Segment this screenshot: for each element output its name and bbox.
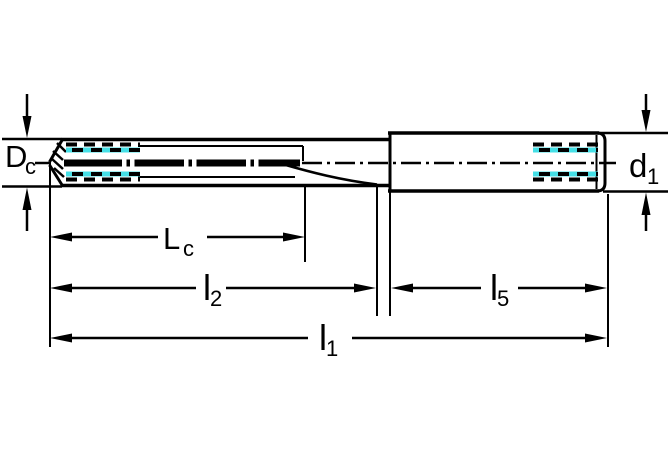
centerline-gap: [192, 158, 197, 168]
cutting-diameter-subscript: c: [25, 154, 36, 179]
tip-hatch-line: [51, 158, 64, 170]
carbide-front-bottom-highlight: [66, 171, 140, 177]
shank-diameter-dimension: d 1: [594, 94, 668, 231]
carbide-marking-shank: [533, 142, 598, 182]
shank-length-subscript: 5: [497, 286, 509, 311]
flute-runout-curve: [283, 163, 378, 186]
overall-length-subscript: 1: [326, 336, 338, 361]
centerline-gap: [122, 158, 127, 168]
shank-length-label: l: [490, 267, 498, 308]
shank-length-dimension: l 5: [391, 267, 607, 311]
l2-right-arrowhead: [354, 283, 376, 293]
flute-center-band: [64, 159, 300, 167]
l2-left-arrowhead: [50, 283, 72, 293]
d1-bottom-arrowhead: [641, 192, 651, 215]
cutting-length-subscript: c: [183, 236, 194, 261]
l5-left-arrowhead: [391, 283, 413, 293]
tip-hatch-line: [53, 167, 65, 178]
carbide-marking-front: [66, 142, 140, 182]
overall-length-label: l: [319, 317, 327, 358]
centerline-gap: [246, 158, 251, 168]
l1-right-arrowhead: [585, 333, 607, 343]
flute-length-label: l: [203, 267, 211, 308]
flute-length-subscript: 2: [210, 286, 222, 311]
cutting-diameter-label: D: [5, 139, 27, 174]
l1-left-arrowhead: [50, 333, 72, 343]
centerline-gap: [130, 158, 135, 168]
lc-right-arrowhead: [283, 232, 305, 242]
tip-cutting-edge-hatching: [51, 142, 67, 178]
l5-right-arrowhead: [585, 283, 607, 293]
tool-body: [48, 137, 391, 188]
carbide-front-top-highlight: [66, 147, 140, 153]
cutting-length-dimension: L c: [50, 221, 305, 261]
dc-top-arrowhead: [22, 116, 32, 138]
cutting-length-label: L: [163, 221, 180, 256]
shank-diameter-subscript: 1: [647, 164, 659, 189]
cutting-diameter-dimension: D c: [2, 94, 62, 231]
tip-hatch-line: [56, 142, 67, 153]
tip-chamfer-top: [48, 137, 65, 163]
centerline-gap: [184, 158, 189, 168]
tip-chamfer-bottom: [48, 164, 65, 188]
flute-length-dimension: l 2: [50, 267, 376, 311]
shank-diameter-label: d: [629, 147, 647, 184]
dc-bottom-arrowhead: [22, 187, 32, 210]
d1-top-arrowhead: [641, 110, 651, 132]
tip-hatch-line: [52, 150, 64, 161]
lc-left-arrowhead: [50, 232, 72, 242]
centerline-gap: [254, 158, 259, 168]
overall-length-dimension: l 1: [50, 317, 607, 361]
length-extension-lines: [49, 162, 609, 347]
